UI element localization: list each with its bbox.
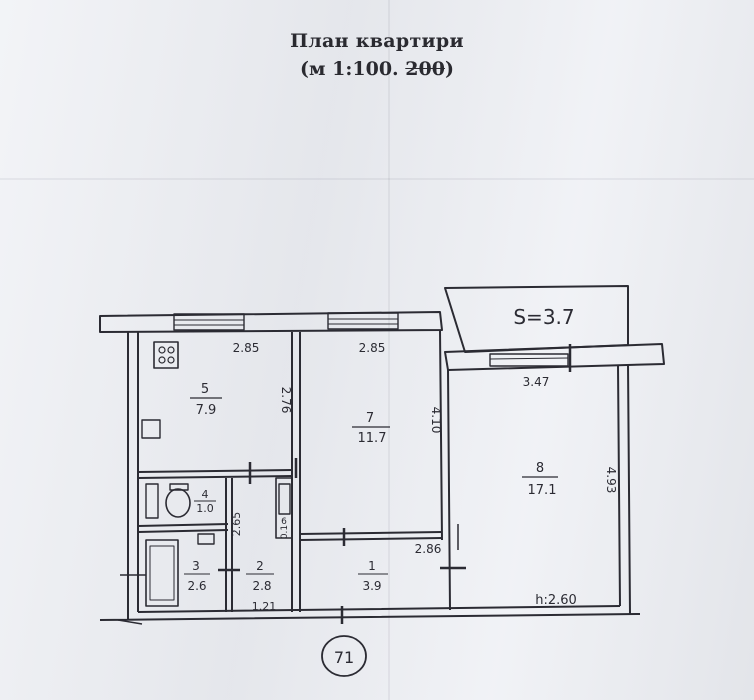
dim-room7-depth: 4.10 [429,407,443,434]
room-7-area: 11.7 [358,431,387,446]
window-room8 [489,353,569,367]
dim-corridor-width: 2.86 [415,542,442,556]
room-3-area: 2.6 [187,579,206,593]
room-3-number: 3 [192,559,200,573]
right-outer-wall [617,363,631,615]
scale-close: ) [444,58,454,80]
window-kitchen [173,313,245,331]
ceiling-height: h:2.60 [535,593,577,608]
room-6-area: 0.1 [280,525,290,539]
closet-6 [275,477,293,539]
vent-shaft [278,483,291,515]
room-5-area: 7.9 [196,403,217,418]
balcony-label: S=3.7 [513,305,574,329]
dim-room7-width: 2.85 [359,341,386,355]
room-5-number: 5 [201,382,209,397]
window-room7 [327,312,399,330]
plan-scale: (м 1:100. 200) [0,58,754,80]
apartment-number: 71 [334,648,354,667]
scale-struck-value: 200 [405,58,445,80]
room-8-area: 17.1 [528,483,557,498]
dim-hall-depth: 2.65 [230,512,243,537]
sink [141,419,161,439]
dim-hall-width: 1.21 [252,600,277,613]
room-7-number: 7 [366,411,374,426]
kitchen-bottom-wall [137,469,293,479]
room7-bottom-wall [299,531,443,541]
bathtub [145,539,179,607]
left-outer-wall [127,332,139,620]
partition-7-8 [439,329,451,611]
room-8-number: 8 [536,461,544,476]
scale-open: (м 1:100. [300,58,406,80]
paper-fold [388,0,390,700]
room-4-number: 4 [202,488,209,501]
bottom-outer-wall [99,605,641,621]
dim-kitchen-width: 2.85 [233,341,260,355]
stove [153,341,179,369]
wc-wall [137,523,229,533]
vent-shaft [145,483,159,519]
room-1-number: 1 [368,559,376,573]
paper-fold [0,178,754,180]
room8-top-wall [444,343,665,371]
room-1-area: 3.9 [362,579,381,593]
washbasin [197,533,215,545]
dim-room8-width: 3.47 [523,375,550,389]
room-6-number: 6 [281,517,287,527]
partition-5-7 [291,332,301,540]
room-4-area: 1.0 [196,502,214,515]
top-wall [99,311,443,333]
hall-wall [225,478,233,612]
room-2-area: 2.8 [252,579,271,593]
apartment-number-circle [321,635,367,677]
dim-kitchen-depth: 2.76 [279,387,293,414]
room-2-number: 2 [256,559,264,573]
toilet [165,488,191,518]
plan-title: План квартири [290,30,464,52]
corridor-wall [291,540,301,612]
dim-room8-depth: 4.93 [604,467,618,494]
